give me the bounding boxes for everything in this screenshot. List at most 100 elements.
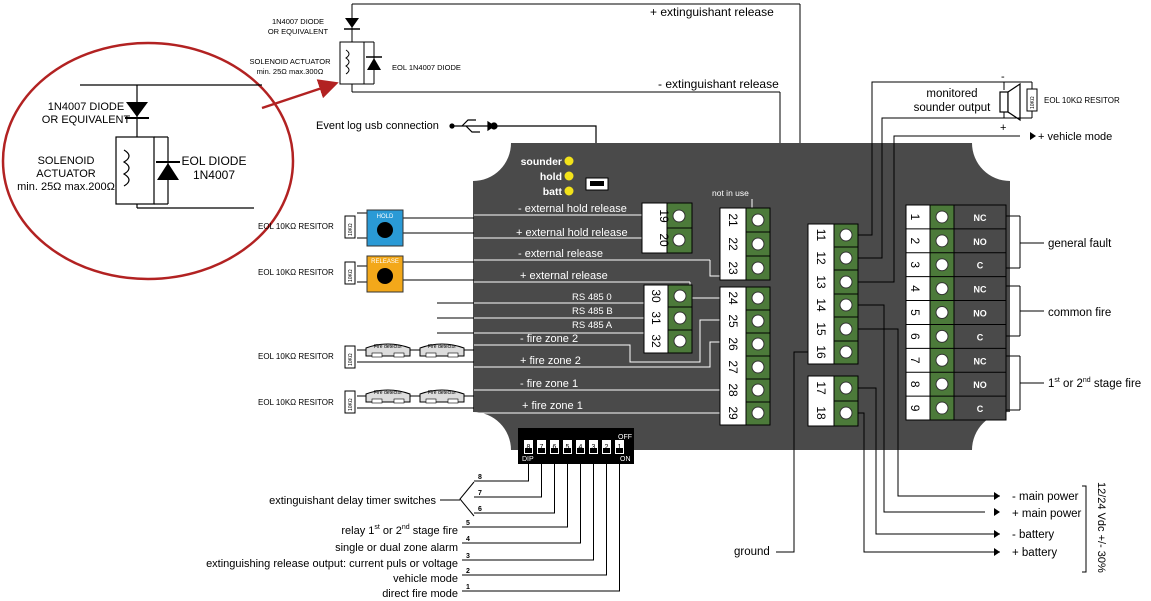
terminal-screw-icon[interactable] [839, 345, 853, 359]
led-label-batt: batt [543, 186, 563, 198]
zoom-diode-icon [126, 102, 148, 117]
terminal-label: 30 [649, 289, 663, 303]
terminal-screw-icon[interactable] [935, 401, 949, 415]
ground-label: ground [734, 546, 770, 558]
terminal-screw-icon[interactable] [672, 233, 686, 247]
dip-wire-number: 2 [466, 568, 470, 575]
terminal-screw-icon[interactable] [751, 237, 765, 251]
terminal-screw-icon[interactable] [839, 381, 853, 395]
zoom-arrow [261, 79, 339, 110]
terminal-screw-icon[interactable] [751, 213, 765, 227]
fire-detector-icon: Fire detector [365, 389, 411, 404]
terminal-label: 17 [814, 381, 828, 395]
terminal-block-11-16: 11 12 13 14 15 16 [807, 223, 859, 365]
usb-label: Event log usb connection [316, 120, 439, 132]
ext-release-pos-label: + extinguishant release [650, 5, 774, 19]
dip-switch[interactable] [524, 440, 533, 454]
terminal-screw-icon[interactable] [672, 209, 686, 223]
dip-switch[interactable] [563, 440, 572, 454]
release-button-unit[interactable]: RELEASE [366, 255, 404, 293]
terminal-label: 14 [814, 298, 828, 312]
top-eol-diode-icon [367, 58, 381, 70]
terminal-label: 32 [649, 334, 663, 348]
top-solenoid-label-2: min. 25Ω max.300Ω [257, 67, 324, 76]
terminal-label: 24 [726, 291, 740, 305]
terminal-screw-icon[interactable] [935, 282, 949, 296]
fire-zone2-neg-label: - fire zone 2 [520, 333, 578, 345]
dip-switch-number: 6 [553, 444, 557, 451]
terminal-screw-icon[interactable] [935, 234, 949, 248]
terminal-screw-icon[interactable] [673, 334, 687, 348]
terminal-screw-icon[interactable] [751, 314, 765, 328]
dip-wire-number: 5 [466, 520, 470, 527]
sounder-icon [999, 82, 1021, 122]
dip-switch[interactable] [602, 440, 611, 454]
dip-switch[interactable] [589, 440, 598, 454]
terminal-label: 21 [726, 213, 740, 227]
resistor-value: 10KΩ [1030, 96, 1036, 109]
right-wires [776, 81, 1087, 573]
terminal-screw-icon[interactable] [751, 337, 765, 351]
sounder-plus: + [1000, 122, 1006, 134]
delay-brace [459, 481, 475, 517]
fire-detector-label: Fire detector [428, 390, 456, 396]
terminal-label: 19 [657, 209, 671, 223]
fire-detector-icon: Fire detector [419, 389, 465, 404]
terminal-label: 7 [908, 357, 922, 364]
eol-resistor-label-zone1: EOL 10KΩ RESITOR [258, 398, 334, 407]
contact-label: NC [974, 356, 987, 366]
terminal-screw-icon[interactable] [935, 329, 949, 343]
terminal-screw-icon[interactable] [751, 291, 765, 305]
resistor-value: 10KΩ [348, 269, 354, 282]
terminal-block-19-20: 19 20 [641, 202, 693, 254]
terminal-screw-icon[interactable] [751, 383, 765, 397]
dip-switch-knob [564, 448, 571, 453]
zone-alarm-label: single or dual zone alarm [335, 542, 458, 554]
ext-rel-neg-label: - external release [518, 248, 603, 260]
terminal-screw-icon[interactable] [935, 258, 949, 272]
terminal-screw-icon[interactable] [935, 210, 949, 224]
dip-off-label: OFF [618, 434, 632, 441]
dip-switch[interactable] [615, 440, 624, 454]
dip-switch-number: 4 [579, 444, 583, 451]
resistor-value: 10KΩ [348, 223, 354, 236]
terminal-screw-icon[interactable] [673, 289, 687, 303]
terminal-label: 5 [908, 309, 922, 316]
hold-button-unit[interactable]: HOLD [366, 209, 404, 247]
terminal-label: 9 [908, 405, 922, 412]
fire-zone2-pos-label: + fire zone 2 [520, 355, 581, 367]
dip-wires [462, 464, 620, 592]
contact-label: C [977, 404, 984, 414]
terminal-screw-icon[interactable] [751, 261, 765, 275]
vehicle-mode-label: + vehicle mode [1038, 131, 1112, 143]
terminal-screw-icon[interactable] [751, 406, 765, 420]
dip-wire-number: 1 [466, 584, 470, 591]
terminal-screw-icon[interactable] [673, 311, 687, 325]
dip-switch-knob [616, 448, 623, 453]
terminal-screw-icon[interactable] [751, 360, 765, 374]
terminal-label: 26 [726, 337, 740, 351]
dip-switch[interactable] [576, 440, 585, 454]
dip-label: DIP [522, 456, 534, 463]
terminal-screw-icon[interactable] [839, 228, 853, 242]
terminal-screw-icon[interactable] [935, 306, 949, 319]
terminal-screw-icon[interactable] [839, 275, 853, 289]
terminal-screw-icon[interactable] [839, 298, 853, 312]
dip-switch[interactable] [537, 440, 546, 454]
top-diode-icon [345, 18, 359, 28]
terminal-screw-icon[interactable] [935, 353, 949, 367]
terminal-screw-icon[interactable] [839, 322, 853, 336]
zoom-solenoid-label-2: ACTUATOR [36, 168, 96, 180]
vehicle-mode-dip-label: vehicle mode [393, 573, 458, 585]
terminal-screw-icon[interactable] [839, 251, 853, 265]
terminal-label: 2 [908, 237, 922, 244]
dip-switch[interactable] [550, 440, 559, 454]
terminal-screw-icon[interactable] [935, 377, 949, 391]
delay-timer-label: extinguishant delay timer switches [269, 495, 436, 507]
terminal-screw-icon[interactable] [839, 406, 853, 420]
zoom-diode-label-2: OR EQUIVALENT [42, 114, 131, 126]
relay-stage-label: relay 1st or 2nd stage fire [341, 524, 458, 537]
terminal-label: 4 [908, 285, 922, 292]
eol-resistor-label-hold: EOL 10KΩ RESITOR [258, 222, 334, 231]
